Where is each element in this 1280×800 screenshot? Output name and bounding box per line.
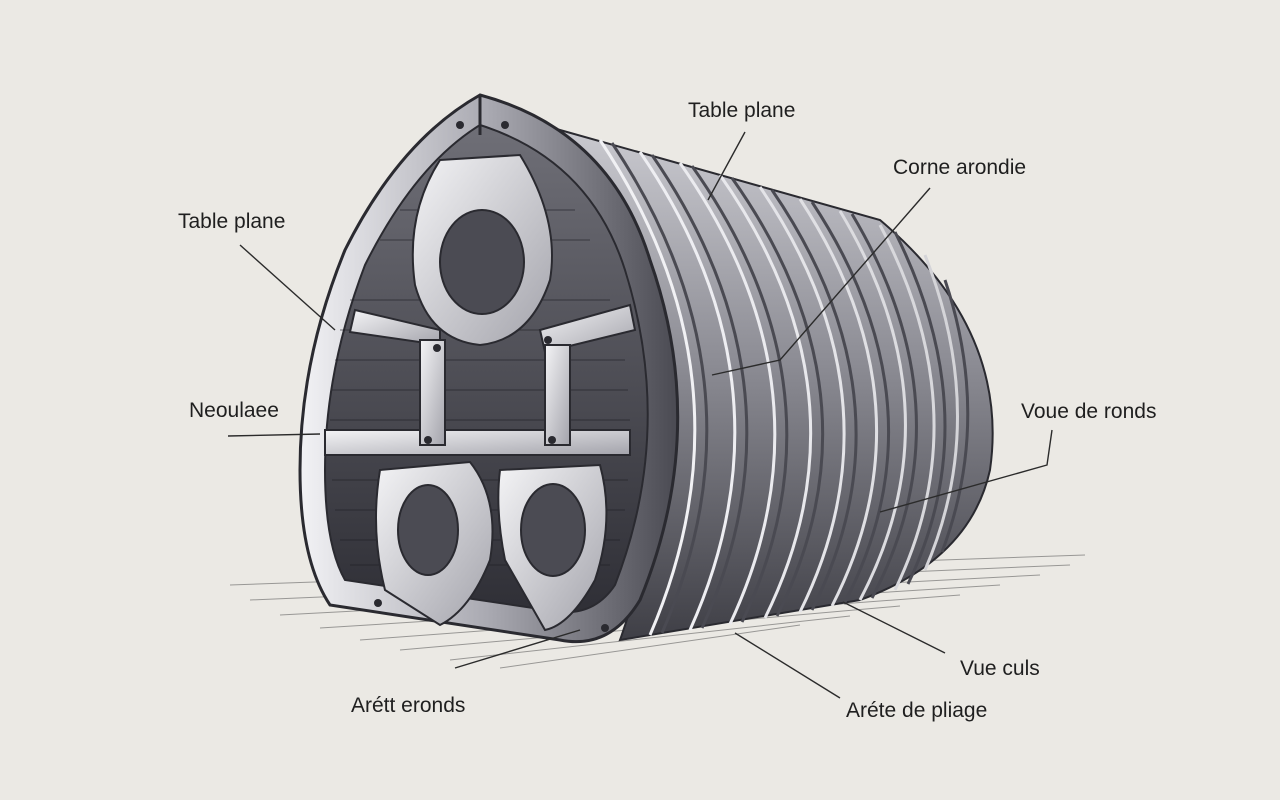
leader-corne-arondie xyxy=(711,187,931,376)
leader-arett-eronds xyxy=(454,629,581,669)
leader-neoulaee xyxy=(227,433,321,437)
label-vue-culs: Vue culs xyxy=(960,657,1040,680)
cross-braces xyxy=(324,303,637,456)
label-corne-arondie: Corne arondie xyxy=(893,156,1027,179)
label-voue-de-ronds: Voue de ronds xyxy=(1021,400,1157,423)
lower-plates xyxy=(375,460,608,632)
label-arett-eronds: Arétt eronds xyxy=(351,694,466,717)
leader-table-plane-top xyxy=(707,131,746,201)
bolt-icon xyxy=(601,624,609,632)
bolt-icon xyxy=(548,436,556,444)
label-table-plane-left: Table plane xyxy=(178,210,286,233)
leader-vue-culs xyxy=(842,601,946,654)
label-table-plane-top: Table plane xyxy=(688,99,796,122)
bolt-icon xyxy=(424,436,432,444)
bolt-icon xyxy=(374,599,382,607)
leader-voue-de-ronds xyxy=(879,429,1053,513)
leader-lines xyxy=(227,131,1053,699)
corrugation-ribs xyxy=(598,139,970,636)
bolt-icon xyxy=(456,121,464,129)
leader-table-plane-left xyxy=(239,244,336,331)
leader-arete-de-pliage xyxy=(734,632,841,699)
label-arete-de-pliage: Aréte de pliage xyxy=(846,699,988,722)
label-neoulaee: Neoulaee xyxy=(189,399,279,422)
bolts xyxy=(374,121,609,632)
bolt-icon xyxy=(433,344,441,352)
bolt-icon xyxy=(501,121,509,129)
bolt-icon xyxy=(544,336,552,344)
top-ring-plate xyxy=(411,153,553,347)
